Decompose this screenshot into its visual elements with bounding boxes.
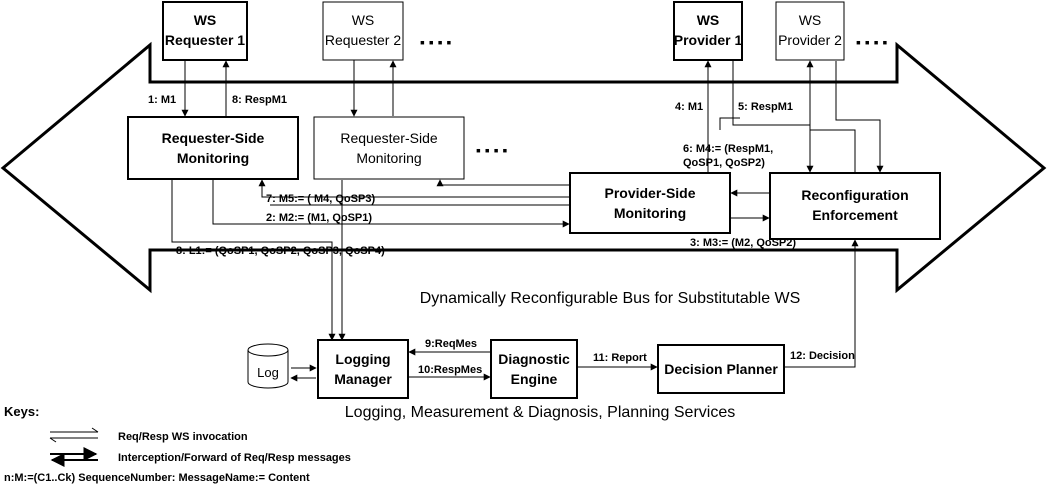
svg-text:Monitoring: Monitoring: [356, 150, 421, 166]
requester-monitoring-2-box: Requester-Side Monitoring: [313, 116, 465, 180]
ws-requester-2-box: WS Requester 2: [322, 1, 404, 61]
key-req-resp: Req/Resp WS invocation: [118, 431, 248, 443]
svg-text:9:ReqMes: 9:ReqMes: [425, 338, 477, 350]
svg-text:WS: WS: [697, 12, 720, 28]
svg-text:11: Report: 11: Report: [593, 352, 647, 364]
requester-ellipsis: ▪ ▪ ▪ ▪: [420, 34, 452, 50]
svg-text:8: L1:= (QoSP1, QoSP2, QoSP3,: 8: L1:= (QoSP1, QoSP2, QoSP3, QoSP4): [176, 245, 385, 257]
svg-text:Requester-Side: Requester-Side: [340, 130, 437, 146]
svg-text:Monitoring: Monitoring: [177, 150, 249, 166]
svg-text:Requester 1: Requester 1: [165, 32, 245, 48]
svg-text:Provider 2: Provider 2: [778, 32, 842, 48]
svg-text:4: M1: 4: M1: [675, 101, 703, 113]
requester-monitoring-1-box: Requester-Side Monitoring: [127, 116, 299, 180]
svg-text:10:RespMes: 10:RespMes: [418, 364, 482, 376]
key-intercept-symbol: [50, 447, 98, 467]
bus-label: Dynamically Reconfigurable Bus for Subst…: [420, 290, 801, 307]
reconfiguration-box: Reconfiguration Enforcement: [769, 172, 941, 240]
svg-text:WS: WS: [352, 12, 375, 28]
ws-requester-1-box: WS Requester 1: [162, 1, 248, 61]
svg-text:WS: WS: [799, 12, 822, 28]
provider-monitoring-box: Provider-Side Monitoring: [569, 172, 731, 234]
decision-planner-box: Decision Planner: [657, 344, 785, 394]
svg-text:Reconfiguration: Reconfiguration: [801, 187, 908, 203]
svg-text:12: Decision: 12: Decision: [790, 350, 855, 362]
svg-text:Monitoring: Monitoring: [614, 205, 686, 221]
ws-provider-1-box: WS Provider 1: [673, 1, 743, 61]
key-req-resp-symbol: [49, 427, 99, 443]
key-notation: n:M:=(C1..Ck) SequenceNumber: MessageNam…: [4, 472, 310, 484]
svg-text:Decision Planner: Decision Planner: [664, 361, 778, 377]
svg-text:Log: Log: [257, 365, 279, 380]
svg-text:8: RespM1: 8: RespM1: [232, 94, 287, 106]
svg-text:7: M5:= ( M4, QoSP3): 7: M5:= ( M4, QoSP3): [266, 193, 375, 205]
svg-text:Engine: Engine: [511, 371, 558, 387]
svg-text:Requester-Side: Requester-Side: [162, 130, 265, 146]
svg-text:QoSP1, QoSP2): QoSP1, QoSP2): [683, 157, 765, 169]
services-label: Logging, Measurement & Diagnosis, Planni…: [345, 404, 735, 421]
svg-text:2: M2:= (M1, QoSP1): 2: M2:= (M1, QoSP1): [266, 212, 372, 224]
svg-text:Provider-Side: Provider-Side: [604, 185, 695, 201]
keys-title: Keys:: [4, 404, 39, 419]
svg-text:1: M1: 1: M1: [148, 94, 176, 106]
svg-text:Enforcement: Enforcement: [812, 207, 898, 223]
log-store: Log: [247, 343, 289, 389]
svg-text:Manager: Manager: [334, 371, 392, 387]
svg-text:6: M4:= (RespM1,: 6: M4:= (RespM1,: [683, 143, 773, 155]
svg-text:Logging: Logging: [335, 351, 390, 367]
logging-manager-box: Logging Manager: [317, 339, 409, 399]
ws-provider-2-box: WS Provider 2: [775, 1, 845, 61]
svg-text:Diagnostic: Diagnostic: [498, 351, 570, 367]
svg-text:Requester 2: Requester 2: [325, 32, 401, 48]
monitoring-ellipsis: ▪ ▪ ▪ ▪: [476, 142, 508, 158]
svg-text:5: RespM1: 5: RespM1: [738, 101, 793, 113]
svg-text:WS: WS: [194, 12, 217, 28]
svg-text:3: M3:= (M2, QoSP2): 3: M3:= (M2, QoSP2): [690, 237, 796, 249]
key-intercept: Interception/Forward of Req/Resp message…: [118, 452, 351, 464]
diagnostic-engine-box: Diagnostic Engine: [490, 339, 578, 399]
provider-ellipsis: ▪ ▪ ▪ ▪: [856, 34, 888, 50]
svg-text:Provider 1: Provider 1: [674, 32, 743, 48]
